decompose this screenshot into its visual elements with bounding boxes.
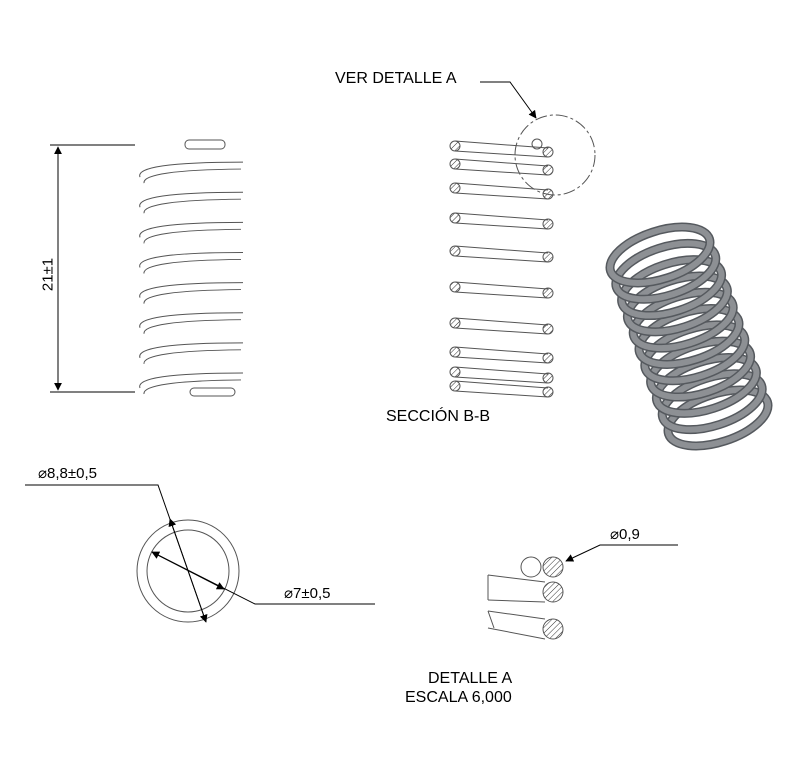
diameter-dimensions [25,484,375,623]
section-wire-body [454,245,549,263]
section-wire-body [454,281,549,299]
section-wire-cut-left [449,245,461,257]
coil-front-stroke [139,282,244,298]
coil-front-stroke [139,251,244,268]
detail-a-callout [480,81,596,196]
coil-back-stroke [143,228,242,244]
detail-wire-cut [520,556,542,578]
detail-wire-body [487,610,546,640]
outer-diameter-text: ⌀8,8±0,5 [38,466,97,481]
inner-diameter-leader [151,551,375,605]
detail-wire-cut [542,581,564,603]
section-wire-cut-right [542,146,554,158]
section-wire-body [454,366,549,384]
outer-diameter-value: 8,8±0,5 [47,465,97,482]
section-wire-cut-right [542,164,554,176]
coil-back-stroke [143,349,242,364]
section-wire-cut-left [449,366,461,378]
section-wire-cut-left [449,346,461,358]
inner-diameter-value: 7±0,5 [293,585,331,602]
spring-3d-coil [606,224,714,286]
spring-3d-coil [618,256,725,319]
outer-diameter-leader [25,484,208,623]
coil-front-stroke [139,372,244,389]
wire-diameter-leader [565,544,678,562]
section-wire-body [454,140,549,158]
coil-bottom-end [189,387,236,397]
spring-3d-view [605,222,773,451]
section-wire-cut-left [449,182,461,194]
coil-back-stroke [143,168,242,184]
detail-wire-body [487,574,546,603]
section-wire-body [454,317,549,335]
detail-break-line [487,575,495,629]
section-wire-cut-right [542,218,554,230]
section-wire-cut-left [449,281,461,293]
spring-side-view [139,139,244,397]
free-length-dimension [50,144,135,393]
ver-detalle-label: VER DETALLE A [335,70,457,87]
section-wire-cut-right [542,386,554,398]
inner-diameter-text: ⌀7±0,5 [284,586,330,601]
section-wire-cut-right [542,251,554,263]
coil-back-stroke [143,289,242,304]
coil-back-stroke [143,258,242,274]
coil-front-stroke [139,161,244,178]
detail-a-circle [514,114,596,196]
outer-diameter-circle [136,519,240,623]
coil-front-stroke [139,191,244,208]
section-wire-cut-right [542,372,554,384]
detail-a-view [487,556,564,640]
detalle-title-label: DETALLE A [428,670,513,687]
section-wire-cut-right [542,352,554,364]
section-wire-end [531,138,543,150]
wire-diameter-value: 0,9 [619,526,640,543]
detail-wire-cut [542,556,564,578]
section-wire-cut-left [449,317,461,329]
section-wire-body [454,380,549,398]
coil-front-stroke [139,312,244,328]
diameter-symbol-icon: ⌀ [38,465,48,482]
wire-diameter-dimension [565,544,678,562]
spring-top-view [136,519,240,623]
coil-back-stroke [143,319,242,334]
seccion-label: SECCIÓN B-B [386,408,491,425]
wire-diameter-text: ⌀0,9 [610,527,640,542]
inner-diameter-arrow-start [151,551,225,590]
diameter-symbol-icon: ⌀ [610,526,620,543]
detail-wire-cut [542,618,564,640]
free-length-dimension-text: 21±1 [39,257,57,292]
section-wire-cut-left [449,140,461,152]
coil-top-end [184,139,226,150]
section-wire-body [454,212,549,230]
diameter-symbol-icon: ⌀ [284,585,294,602]
section-wire-cut-left [449,212,461,224]
section-b-b-view [449,138,554,398]
coil-back-stroke [143,379,242,395]
section-wire-cut-left [449,380,461,392]
section-wire-body [454,182,549,200]
section-wire-cut-right [542,323,554,335]
section-wire-cut-left [449,158,461,170]
spring-3d-coil [612,240,719,303]
section-wire-cut-right [542,287,554,299]
detail-a-leader [480,81,537,119]
section-wire-body [454,158,549,176]
inner-diameter-circle [146,529,230,613]
detalle-scale-label: ESCALA 6,000 [405,689,512,706]
section-wire-body [454,346,549,364]
coil-front-stroke [139,342,244,359]
coil-back-stroke [143,198,242,214]
coil-front-stroke [139,221,244,238]
